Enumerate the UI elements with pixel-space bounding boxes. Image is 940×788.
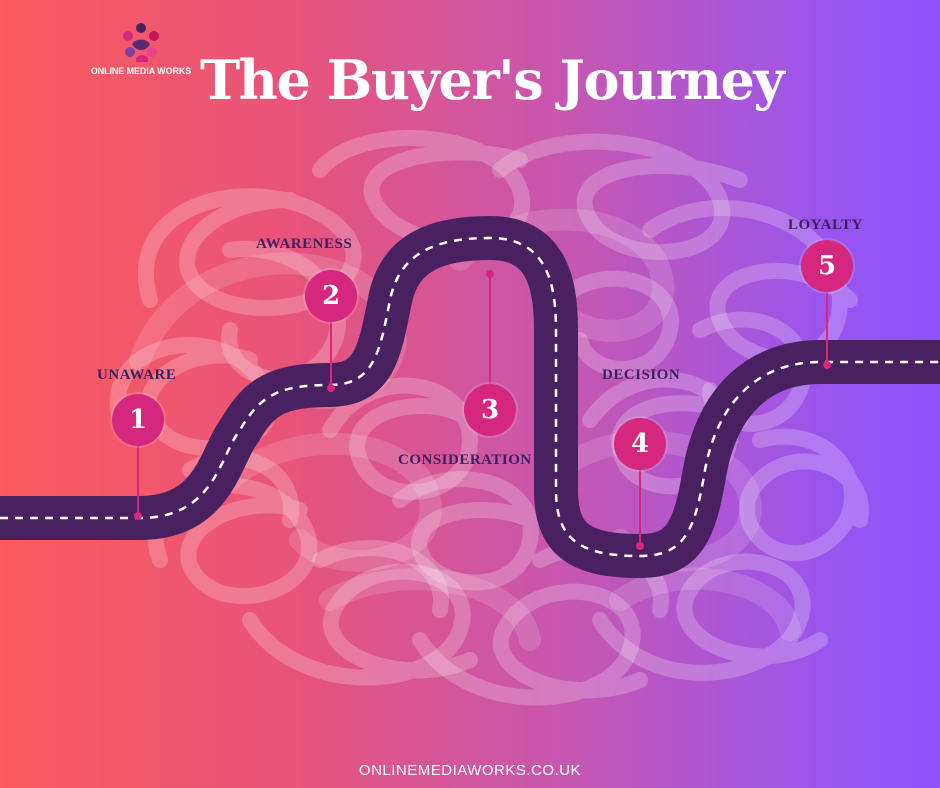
brand-logo: ONLINE MEDIA WORKS — [82, 22, 200, 82]
stage-label-loyalty: LOYALTY — [788, 217, 863, 233]
stage-badge-2: 2 — [305, 270, 357, 322]
logo-people-icon — [123, 23, 159, 62]
stage-badge-5: 5 — [801, 240, 853, 292]
stage-badge-4: 4 — [614, 418, 666, 470]
stage-label-unaware: UNAWARE — [97, 367, 177, 383]
page-title: The Buyer's Journey — [200, 48, 785, 112]
stage-label-awareness: AWARENESS — [256, 236, 353, 252]
brand-name: ONLINE MEDIA WORKS — [90, 66, 192, 76]
stage-label-consideration: CONSIDERATION — [398, 452, 532, 468]
stage-label-decision: DECISION — [602, 367, 681, 383]
road-center-line — [0, 236, 940, 558]
stage-badge-3: 3 — [464, 384, 516, 436]
website-url[interactable]: ONLINEMEDIAWORKS.CO.UK — [358, 762, 582, 779]
pin-connectors — [134, 270, 831, 550]
stage-badge-1: 1 — [112, 394, 164, 446]
